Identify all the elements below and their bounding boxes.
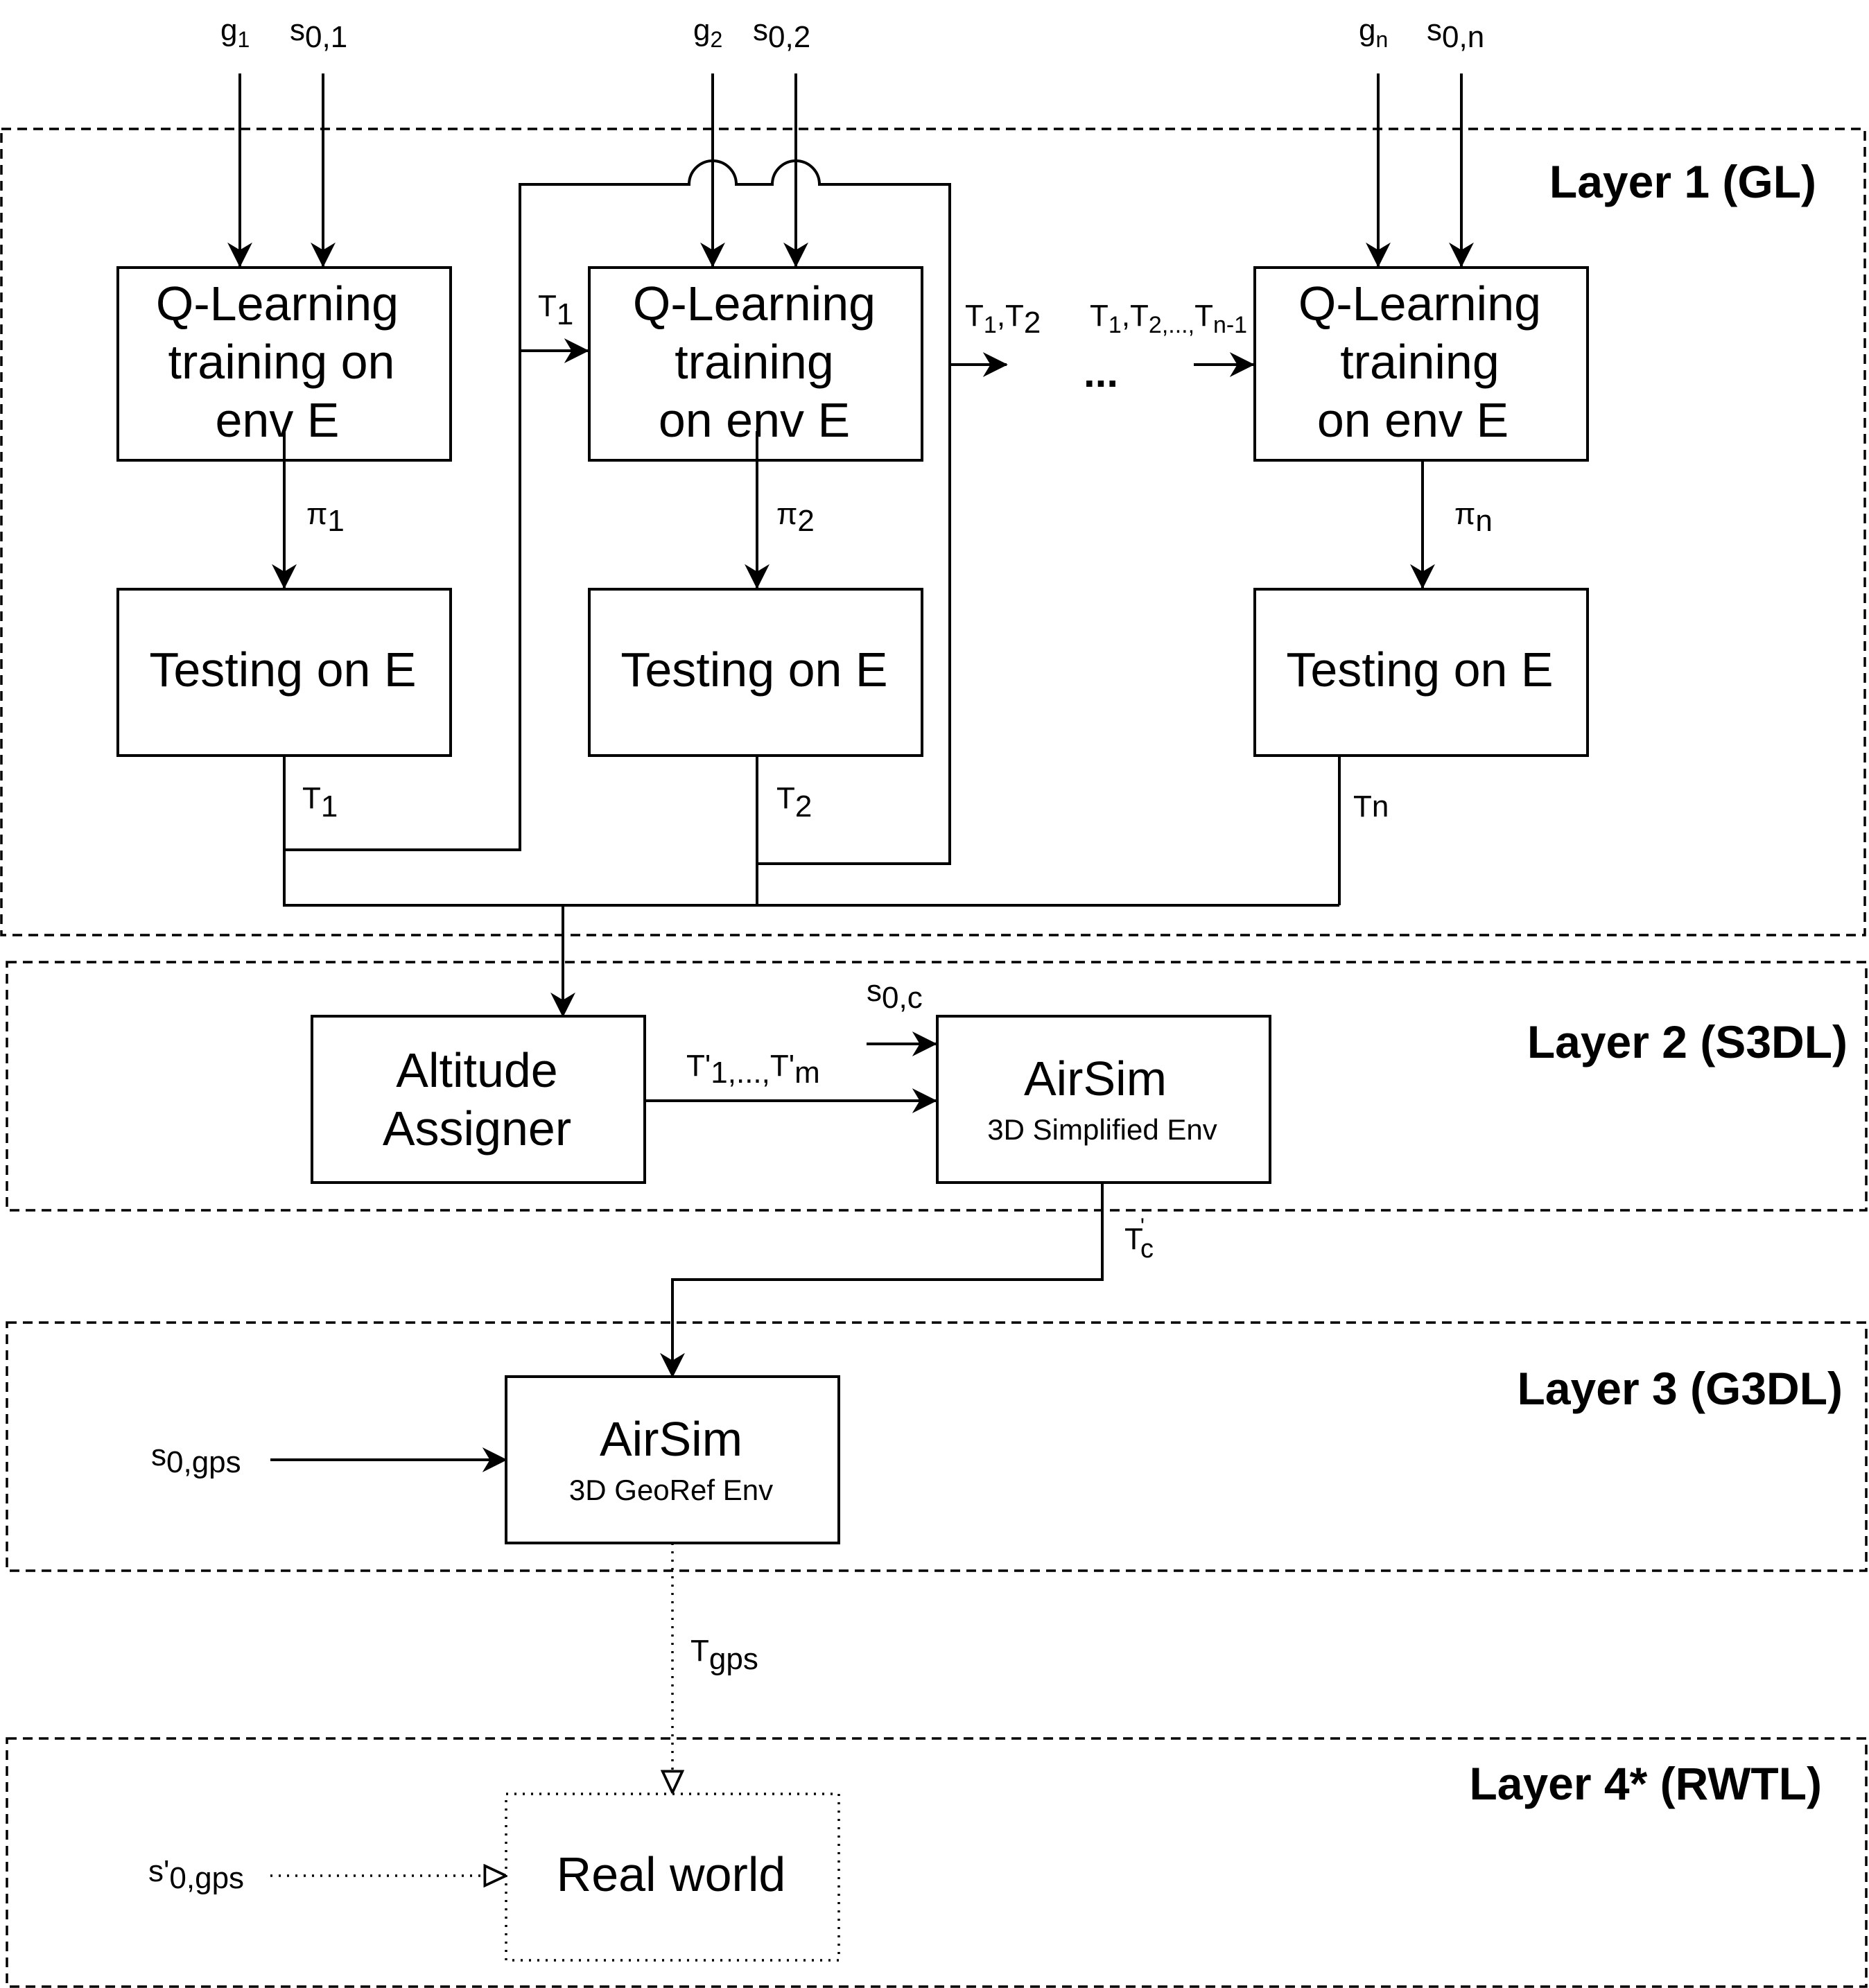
collector-bus [283, 850, 1339, 907]
training-box-2: Q-Learning training on env E [588, 266, 923, 462]
testing-box-1: Testing on E [116, 588, 452, 757]
pin-label: πn [1454, 497, 1493, 538]
training-box-n: Q-Learning training on env E [1253, 266, 1589, 462]
tc-connector [660, 1183, 1104, 1378]
t1-in-label: T1 [538, 289, 573, 331]
real-world-label: Real world [557, 1847, 786, 1901]
training-box-n-line-1: Q-Learning [1298, 277, 1541, 331]
layer-4-title: Layer 4* (RWTL) [1469, 1758, 1822, 1809]
testing-box-2-label: Testing on E [620, 643, 887, 697]
s01-label: s0,1 [290, 13, 347, 54]
layer-1-frame [0, 128, 1866, 936]
airsim-georef-subtitle: 3D GeoRef Env [569, 1474, 773, 1506]
airsim-simplified-title: AirSim [1024, 1052, 1167, 1106]
s0gps-label: s0,gps [151, 1438, 241, 1479]
pi1-label: π1 [306, 497, 345, 538]
training-box-1: Q-Learning training on env E [116, 266, 452, 462]
layer-3-title: Layer 3 (G3DL) [1518, 1363, 1843, 1414]
s0n-label: s0,n [1427, 13, 1484, 54]
layer-3-frame [6, 1321, 1868, 1572]
s0gps-prime-label: s'0,gps [148, 1854, 244, 1895]
g1-label: g1 [220, 13, 250, 52]
tn-out-label: Tn [1353, 790, 1389, 823]
tn1-label: T1,T2,...,Tn-1 [1090, 299, 1247, 338]
tc-label: T'c [1124, 1214, 1154, 1264]
airsim-simplified-subtitle: 3D Simplified Env [987, 1113, 1217, 1146]
t12-label: T1,T2 [965, 299, 1041, 340]
t2-feedback-connector [519, 159, 951, 865]
airsim-simplified-box: AirSim 3D Simplified Env [936, 1015, 1271, 1184]
training-box-1-line-3: env E [216, 393, 340, 447]
airsim-georef-title: AirSim [600, 1412, 742, 1466]
real-world-box: Real world [505, 1793, 840, 1962]
s0c-label: s0,c [867, 974, 923, 1015]
training-box-n-line-2: training [1340, 335, 1499, 389]
altitude-assigner-line-1: Altitude [396, 1043, 557, 1097]
testing-box-n-label: Testing on E [1286, 643, 1553, 697]
layer-4-frame [6, 1737, 1868, 1988]
layer-2-title: Layer 2 (S3DL) [1527, 1016, 1848, 1067]
tprime-label: T'1,...,T'm [686, 1049, 820, 1090]
testing-box-2: Testing on E [588, 588, 923, 757]
testing-box-n: Testing on E [1253, 588, 1589, 757]
t1-feedback-connector [283, 338, 589, 851]
t2-out-label: T2 [776, 781, 812, 823]
t1-out-label: T1 [302, 781, 338, 823]
testing-box-1-label: Testing on E [149, 643, 416, 697]
training-box-2-line-3: on env E [659, 393, 850, 447]
altitude-assigner-line-2: Assigner [383, 1101, 571, 1156]
airsim-georef-box: AirSim 3D GeoRef Env [505, 1375, 840, 1544]
gn-label: gn [1359, 13, 1388, 52]
training-box-n-line-3: on env E [1317, 393, 1509, 447]
layer-1-title: Layer 1 (GL) [1549, 156, 1816, 207]
ellipsis-label: ... [1084, 349, 1118, 396]
training-box-2-line-2: training [675, 335, 834, 389]
altitude-assigner-box: Altitude Assigner [311, 1015, 646, 1184]
tgps-label: Tgps [690, 1634, 758, 1676]
pi2-label: π2 [776, 497, 815, 538]
layer-2-frame [6, 961, 1868, 1212]
training-box-1-line-1: Q-Learning [156, 277, 399, 331]
training-box-2-line-1: Q-Learning [633, 277, 876, 331]
s02-label: s0,2 [753, 13, 810, 54]
g2-label: g2 [693, 13, 722, 52]
training-box-1-line-2: training on [168, 335, 395, 389]
